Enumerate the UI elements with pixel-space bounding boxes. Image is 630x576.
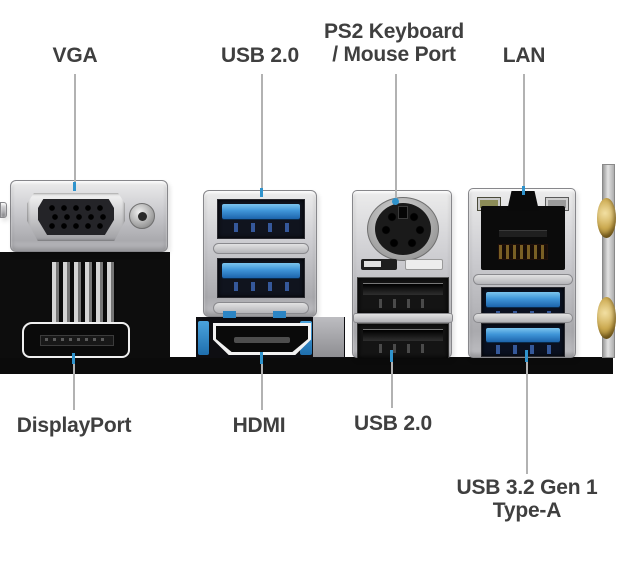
usb2-blue-port-1 [217, 199, 305, 239]
shield-clip-tab [273, 311, 286, 318]
usb-pins [228, 223, 296, 232]
ps2-label: PS2 Keyboard / Mouse Port [324, 20, 464, 66]
usb2-top-leader-line [261, 74, 263, 188]
hdmi-label: HDMI [232, 414, 286, 437]
displayport-label: DisplayPort [16, 414, 132, 437]
usb32-label: USB 3.2 Gen 1 Type-A [457, 476, 598, 522]
usb2-bottom-label: USB 2.0 [354, 412, 432, 435]
usb32-label-line2: Type-A [492, 499, 562, 522]
usb32-label-line1: USB 3.2 Gen 1 [456, 476, 598, 499]
hdmi-leader-line [261, 364, 263, 410]
displayport-pins [45, 338, 109, 341]
lan-usb32-module [468, 188, 576, 358]
displayport-leader-line [73, 364, 75, 410]
shield-clip-tab [223, 311, 236, 318]
lan-leader-line [523, 74, 525, 186]
usb2-bottom-leader-tip [390, 350, 393, 362]
lan-label: LAN [502, 44, 546, 67]
vga-leader-tip [73, 182, 76, 191]
ps2-combo-port [367, 197, 439, 261]
displayport-slot [40, 335, 114, 346]
hdmi-silver-patch [313, 317, 344, 357]
lan-cavity-shelf [499, 230, 547, 237]
usb-tongue [222, 263, 300, 278]
shield-divider [213, 243, 309, 254]
usb2-black-port-2 [357, 323, 449, 358]
usb2-blue-port-2 [217, 258, 305, 298]
usb-tongue [486, 328, 560, 342]
displayport-port [22, 322, 130, 358]
ps2-leader-tip [392, 198, 399, 205]
usb2-black-port-1 [357, 277, 449, 313]
shield-tab-left [0, 202, 7, 218]
lan-gold-pins [498, 244, 548, 260]
vga-jack-screw-hole [138, 212, 147, 221]
ps2-leader-line [395, 74, 397, 199]
vga-label: VGA [52, 44, 98, 67]
usb2-blue-module [203, 190, 317, 317]
lan-latch-notch [507, 191, 539, 211]
vga-port [27, 193, 125, 241]
io-sticker-right [405, 259, 443, 270]
usb-tongue-black [363, 283, 443, 295]
shield-divider [473, 274, 573, 285]
io-sticker-stripe [364, 261, 381, 267]
usb32-leader-tip [525, 350, 528, 362]
shield-divider [353, 313, 453, 323]
lan-rj45-port [481, 206, 565, 270]
usb2-top-label: USB 2.0 [221, 44, 299, 67]
ps2-label-line1: PS2 Keyboard [324, 20, 464, 43]
ps2-label-line2: / Mouse Port [332, 43, 456, 66]
ps2-port-inner [375, 203, 431, 255]
displayport-leader-tip [72, 353, 75, 364]
usb-tongue [222, 204, 300, 219]
shield-divider [473, 313, 573, 323]
shield-fins [50, 262, 116, 322]
audio-jack-gold-1 [597, 198, 616, 238]
vga-pin-field [38, 199, 114, 235]
hdmi-port-inner [216, 326, 308, 352]
usb-tongue-black [363, 329, 443, 341]
hdmi-slot [234, 337, 290, 343]
usb2-top-leader-tip [260, 188, 263, 197]
usb32-leader-line [526, 362, 528, 474]
ps2-key-slot [398, 206, 408, 219]
usb-pins [490, 345, 556, 354]
usb32-port-2 [481, 323, 565, 357]
hdmi-clip-left [198, 321, 209, 355]
pcb-edge-bar [0, 357, 613, 374]
vga-jack-screw [129, 203, 155, 229]
ps2-usb2-module [352, 190, 453, 358]
usb-pins [374, 344, 434, 353]
usb-pins [374, 299, 434, 308]
usb-pins [228, 282, 296, 291]
usb-tongue [486, 292, 560, 307]
usb2-bottom-leader-line [391, 362, 393, 408]
vga-leader-line [74, 74, 76, 184]
hdmi-leader-tip [260, 352, 263, 364]
audio-jack-gold-2 [597, 297, 616, 339]
lan-leader-tip [522, 186, 525, 195]
hdmi-port [213, 323, 311, 355]
io-sticker-left [361, 259, 397, 270]
vga-module [10, 180, 168, 252]
